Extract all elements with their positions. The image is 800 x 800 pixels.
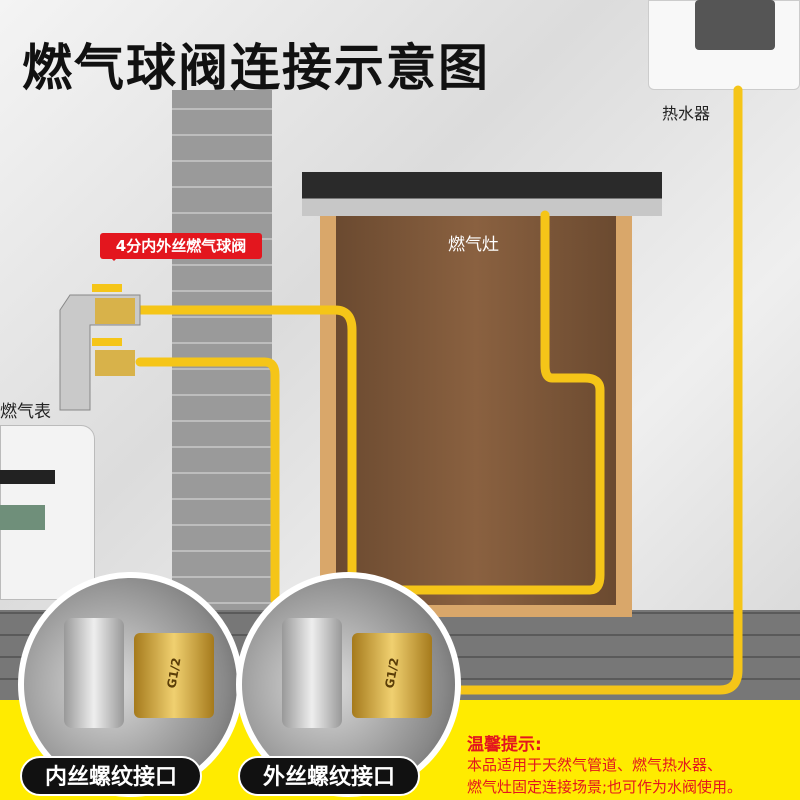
tip-title: 温馨提示: — [467, 735, 542, 755]
pipe-to-heater — [425, 85, 743, 695]
page-title: 燃气球阀连接示意图 — [22, 39, 490, 97]
pipe-lower — [135, 357, 280, 605]
cabinet-interior — [336, 215, 616, 605]
valve-handle-upper — [92, 284, 122, 292]
meter-label: 燃气表 — [0, 402, 51, 422]
meter-screen — [0, 505, 45, 530]
male-thread-label: 外丝螺纹接口 — [238, 756, 420, 796]
ball-valve-upper — [95, 298, 135, 324]
male-fitting — [282, 618, 342, 728]
brass-fitting — [134, 633, 214, 718]
gas-stove — [302, 172, 662, 216]
ball-valve-lower — [95, 350, 135, 376]
female-thread-label: 内丝螺纹接口 — [20, 756, 202, 796]
meter-digits — [0, 470, 55, 484]
pipe-to-stove — [135, 210, 605, 595]
tip-line: 本品适用于天然气管道、燃气热水器、 — [467, 756, 723, 774]
valve-handle-lower — [92, 338, 122, 346]
water-heater-panel — [695, 0, 775, 50]
tip-line: 燃气灶固定连接场景;也可作为水阀使用。 — [467, 778, 743, 796]
female-fitting — [64, 618, 124, 728]
water-heater-label: 热水器 — [662, 104, 711, 123]
valve-label-badge: 4分内外丝燃气球阀 — [100, 233, 262, 261]
stove-label: 燃气灶 — [448, 235, 499, 255]
brass-nut — [352, 633, 432, 718]
